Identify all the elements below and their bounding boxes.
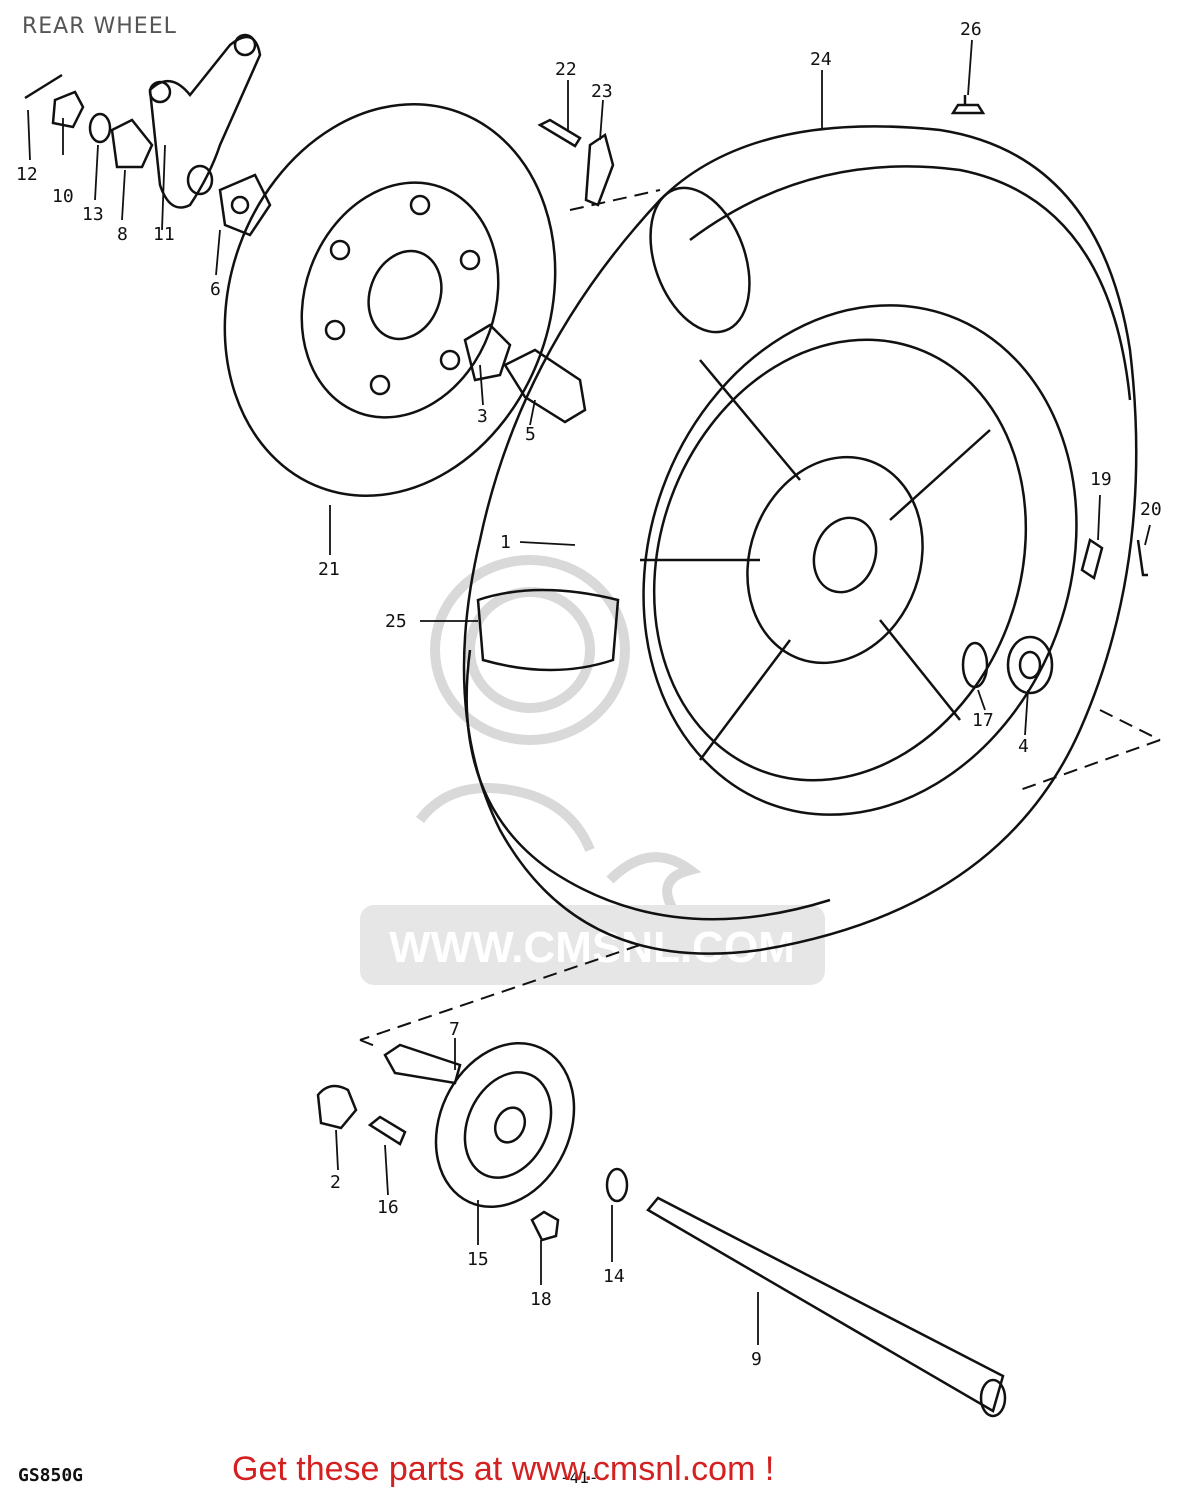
part-label-11: 11	[153, 224, 175, 245]
sprocket-mount	[383, 1041, 576, 1209]
part-label-22: 22	[555, 59, 577, 80]
part-labels: 1 2 3 4 5 6 7 8 9 10 11 12 13 14 15 16 1…	[16, 19, 1162, 1370]
part-label-25: 25	[385, 611, 407, 632]
part-label-1: 1	[500, 532, 511, 553]
part-label-4: 4	[1018, 736, 1029, 757]
washer-14	[605, 1167, 629, 1203]
part-label-19: 19	[1090, 469, 1112, 490]
part-label-21: 21	[318, 559, 340, 580]
part-label-8: 8	[117, 224, 128, 245]
axle-collar	[463, 323, 587, 424]
wheel-bearing	[961, 635, 1054, 695]
call-to-action-link[interactable]: Get these parts at www.cmsnl.com !	[232, 1450, 775, 1488]
part-label-9: 9	[751, 1349, 762, 1370]
model-code: GS850G	[18, 1465, 84, 1486]
part-label-7: 7	[449, 1019, 460, 1040]
part-label-6: 6	[210, 279, 221, 300]
rear-axle	[646, 1196, 1007, 1418]
part-label-26: 26	[960, 19, 982, 40]
part-label-14: 14	[603, 1266, 625, 1287]
part-label-17: 17	[972, 710, 994, 731]
small-parts-top-left	[24, 73, 272, 237]
part-label-10: 10	[52, 186, 74, 207]
bolt-22	[537, 118, 615, 207]
wheel-rim	[640, 304, 1078, 816]
watermark-logo	[416, 555, 753, 940]
sprocket-nut-2	[316, 1084, 358, 1130]
part-label-23: 23	[591, 81, 613, 102]
brake-disc	[223, 103, 557, 497]
stud-16	[367, 1115, 407, 1146]
part-label-12: 12	[16, 164, 38, 185]
rear-tire	[462, 125, 1138, 955]
tire-valve	[950, 95, 986, 115]
part-label-15: 15	[467, 1249, 489, 1270]
leader-lines	[27, 39, 1151, 1345]
part-label-20: 20	[1140, 499, 1162, 520]
part-label-13: 13	[82, 204, 104, 225]
part-label-24: 24	[810, 49, 832, 70]
page-number: -41-	[560, 1468, 599, 1487]
caliper-bracket	[148, 33, 262, 209]
watermark-text: WWW.CMSNL.COM	[389, 923, 795, 972]
page-title: REAR WHEEL	[22, 14, 177, 39]
part-label-2: 2	[330, 1172, 341, 1193]
part-label-18: 18	[530, 1289, 552, 1310]
nut-18	[530, 1210, 560, 1242]
balance-weights	[1080, 537, 1148, 581]
part-label-3: 3	[477, 406, 488, 427]
part-label-5: 5	[525, 424, 536, 445]
watermark-banner	[360, 905, 825, 985]
guide-lines	[359, 189, 1161, 1049]
wheel-damper	[476, 588, 620, 672]
part-label-16: 16	[377, 1197, 399, 1218]
